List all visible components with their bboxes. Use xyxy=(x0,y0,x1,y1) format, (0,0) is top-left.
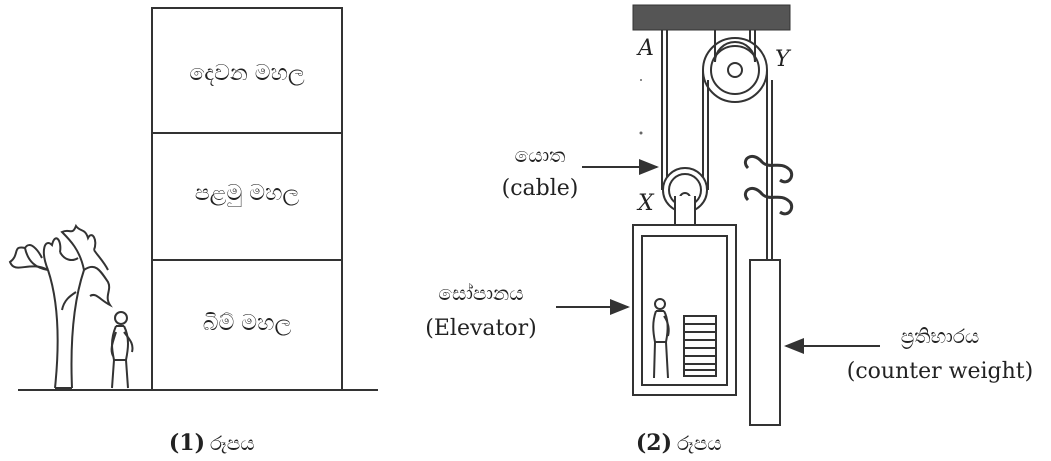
svg-text:(2): (2) xyxy=(636,430,672,456)
pulley-y-axle xyxy=(727,62,743,78)
cable-label-si: යොත xyxy=(515,143,566,167)
figure-1-caption-number: (1) xyxy=(169,430,205,456)
figure-1-caption-text: රූපය xyxy=(210,431,255,455)
floor-label-ground: බිම් මහල xyxy=(203,311,292,336)
person-icon xyxy=(110,311,134,389)
counterweight xyxy=(749,259,781,426)
pulley-x-bracket xyxy=(674,196,696,226)
svg-text:(1): (1) xyxy=(169,430,205,456)
elevator-inner xyxy=(641,235,728,386)
elevator-control-panel xyxy=(683,315,717,377)
building xyxy=(151,7,343,391)
pulley-y-mount xyxy=(714,30,756,63)
floor-label-second: දෙවන මහල xyxy=(189,61,305,86)
figure-2-caption-number: (2) xyxy=(636,430,672,456)
speck-2 xyxy=(639,131,643,135)
point-y-label: Y xyxy=(775,47,792,72)
floor-label-first: පළමු මහල xyxy=(195,181,300,207)
elevator-label-si: සෝපානය xyxy=(438,281,523,305)
ceiling-support xyxy=(632,4,791,31)
cable-label-en: (cable) xyxy=(502,176,579,201)
figure-2: A X Y යොත (cable) සෝපානය (Elevator) ප්‍ර… xyxy=(425,4,1033,456)
figure-2-caption-text: රූපය xyxy=(677,431,722,455)
speck-1 xyxy=(640,79,642,81)
cable-break-top xyxy=(743,155,794,184)
elevator-label-en: (Elevator) xyxy=(425,316,536,341)
point-x-label: X xyxy=(636,191,655,216)
figure-1: දෙවන මහල පළමු මහල බිම් මහල (1 xyxy=(8,7,378,456)
elevator-person-icon xyxy=(652,298,670,379)
counterweight-label-en: (counter weight) xyxy=(847,359,1033,384)
pulley-y-inner xyxy=(710,45,760,95)
tree-icon xyxy=(8,223,113,389)
counterweight-label-si: ප්‍රතිභාරය xyxy=(901,324,980,350)
elevator-outer xyxy=(632,224,737,396)
pulley-y xyxy=(702,37,768,103)
cable-break-bottom xyxy=(743,187,794,216)
point-a-label: A xyxy=(636,36,654,61)
